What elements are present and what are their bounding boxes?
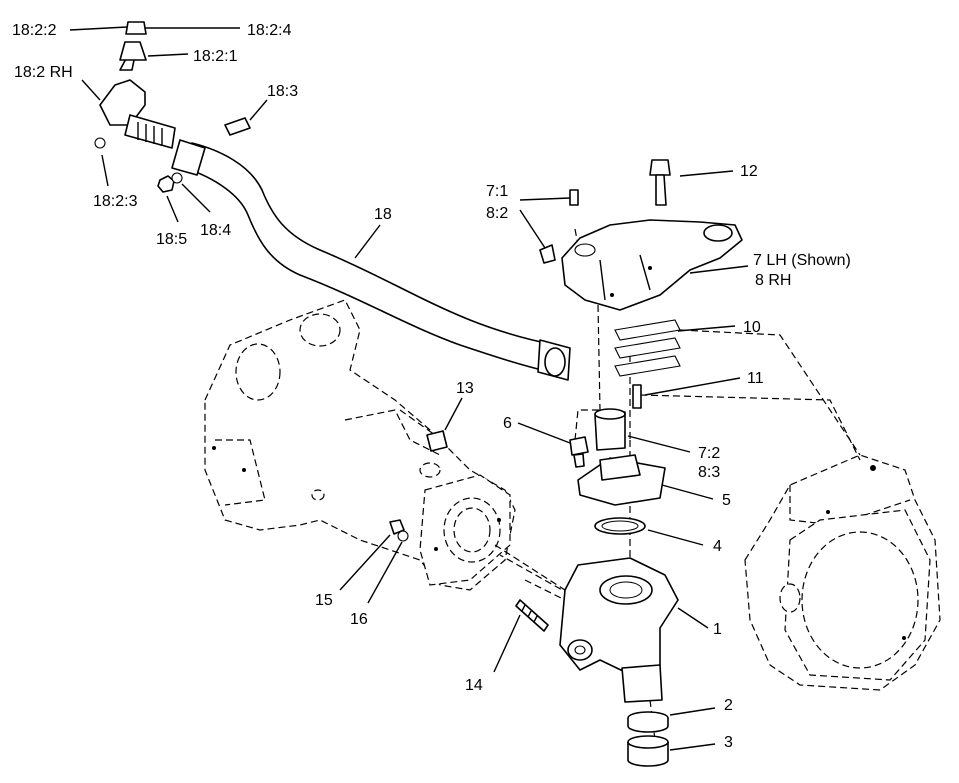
hardware bbox=[389, 430, 549, 632]
callout-18-2-3: 18:2:3 bbox=[93, 193, 138, 210]
callout-3: 3 bbox=[724, 734, 733, 751]
callout-18-2-rh: 18:2 RH bbox=[14, 64, 73, 81]
steering-arm bbox=[539, 159, 743, 311]
callout-11: 11 bbox=[747, 370, 764, 387]
callout-8-3: 8:3 bbox=[698, 464, 720, 481]
callout-16: 16 bbox=[350, 611, 368, 628]
tie-rod bbox=[171, 139, 571, 381]
king-pin-parts bbox=[569, 408, 666, 535]
callout-18-3: 18:3 bbox=[267, 83, 298, 100]
callout-7-2: 7:2 bbox=[698, 445, 720, 462]
callout-8-rh: 8 RH bbox=[755, 272, 791, 289]
callout-18-2-4: 18:2:4 bbox=[247, 22, 292, 39]
shims bbox=[614, 319, 681, 409]
callout-18-2-2: 18:2:2 bbox=[12, 22, 57, 39]
callout-2: 2 bbox=[724, 697, 733, 714]
callout-5: 5 bbox=[722, 492, 731, 509]
callout-8-2: 8:2 bbox=[486, 205, 508, 222]
callout-10: 10 bbox=[743, 319, 761, 336]
callout-18-4: 18:4 bbox=[200, 222, 231, 239]
callout-7-lh: 7 LH (Shown) bbox=[753, 252, 851, 269]
callout-15: 15 bbox=[315, 592, 333, 609]
callout-7-1: 7:1 bbox=[486, 183, 508, 200]
axle-housing bbox=[204, 299, 516, 591]
steering-knuckle bbox=[559, 557, 679, 703]
leader-lines bbox=[69, 26, 749, 751]
bearings bbox=[627, 711, 669, 767]
callout-18-2-1: 18:2:1 bbox=[193, 48, 238, 65]
callout-13: 13 bbox=[456, 380, 474, 397]
tie-rod-end bbox=[94, 21, 251, 193]
callout-6: 6 bbox=[503, 415, 512, 432]
callout-18: 18 bbox=[374, 206, 392, 223]
callout-12: 12 bbox=[740, 163, 758, 180]
callout-18-5: 18:5 bbox=[156, 231, 187, 248]
callouts: 18:2:2 18:2:4 18:2:1 18:2 RH 18:3 18:2:3… bbox=[12, 22, 851, 751]
callout-1: 1 bbox=[713, 621, 722, 638]
callout-14: 14 bbox=[465, 677, 483, 694]
callout-4: 4 bbox=[713, 538, 722, 555]
gear-housing bbox=[744, 454, 941, 691]
